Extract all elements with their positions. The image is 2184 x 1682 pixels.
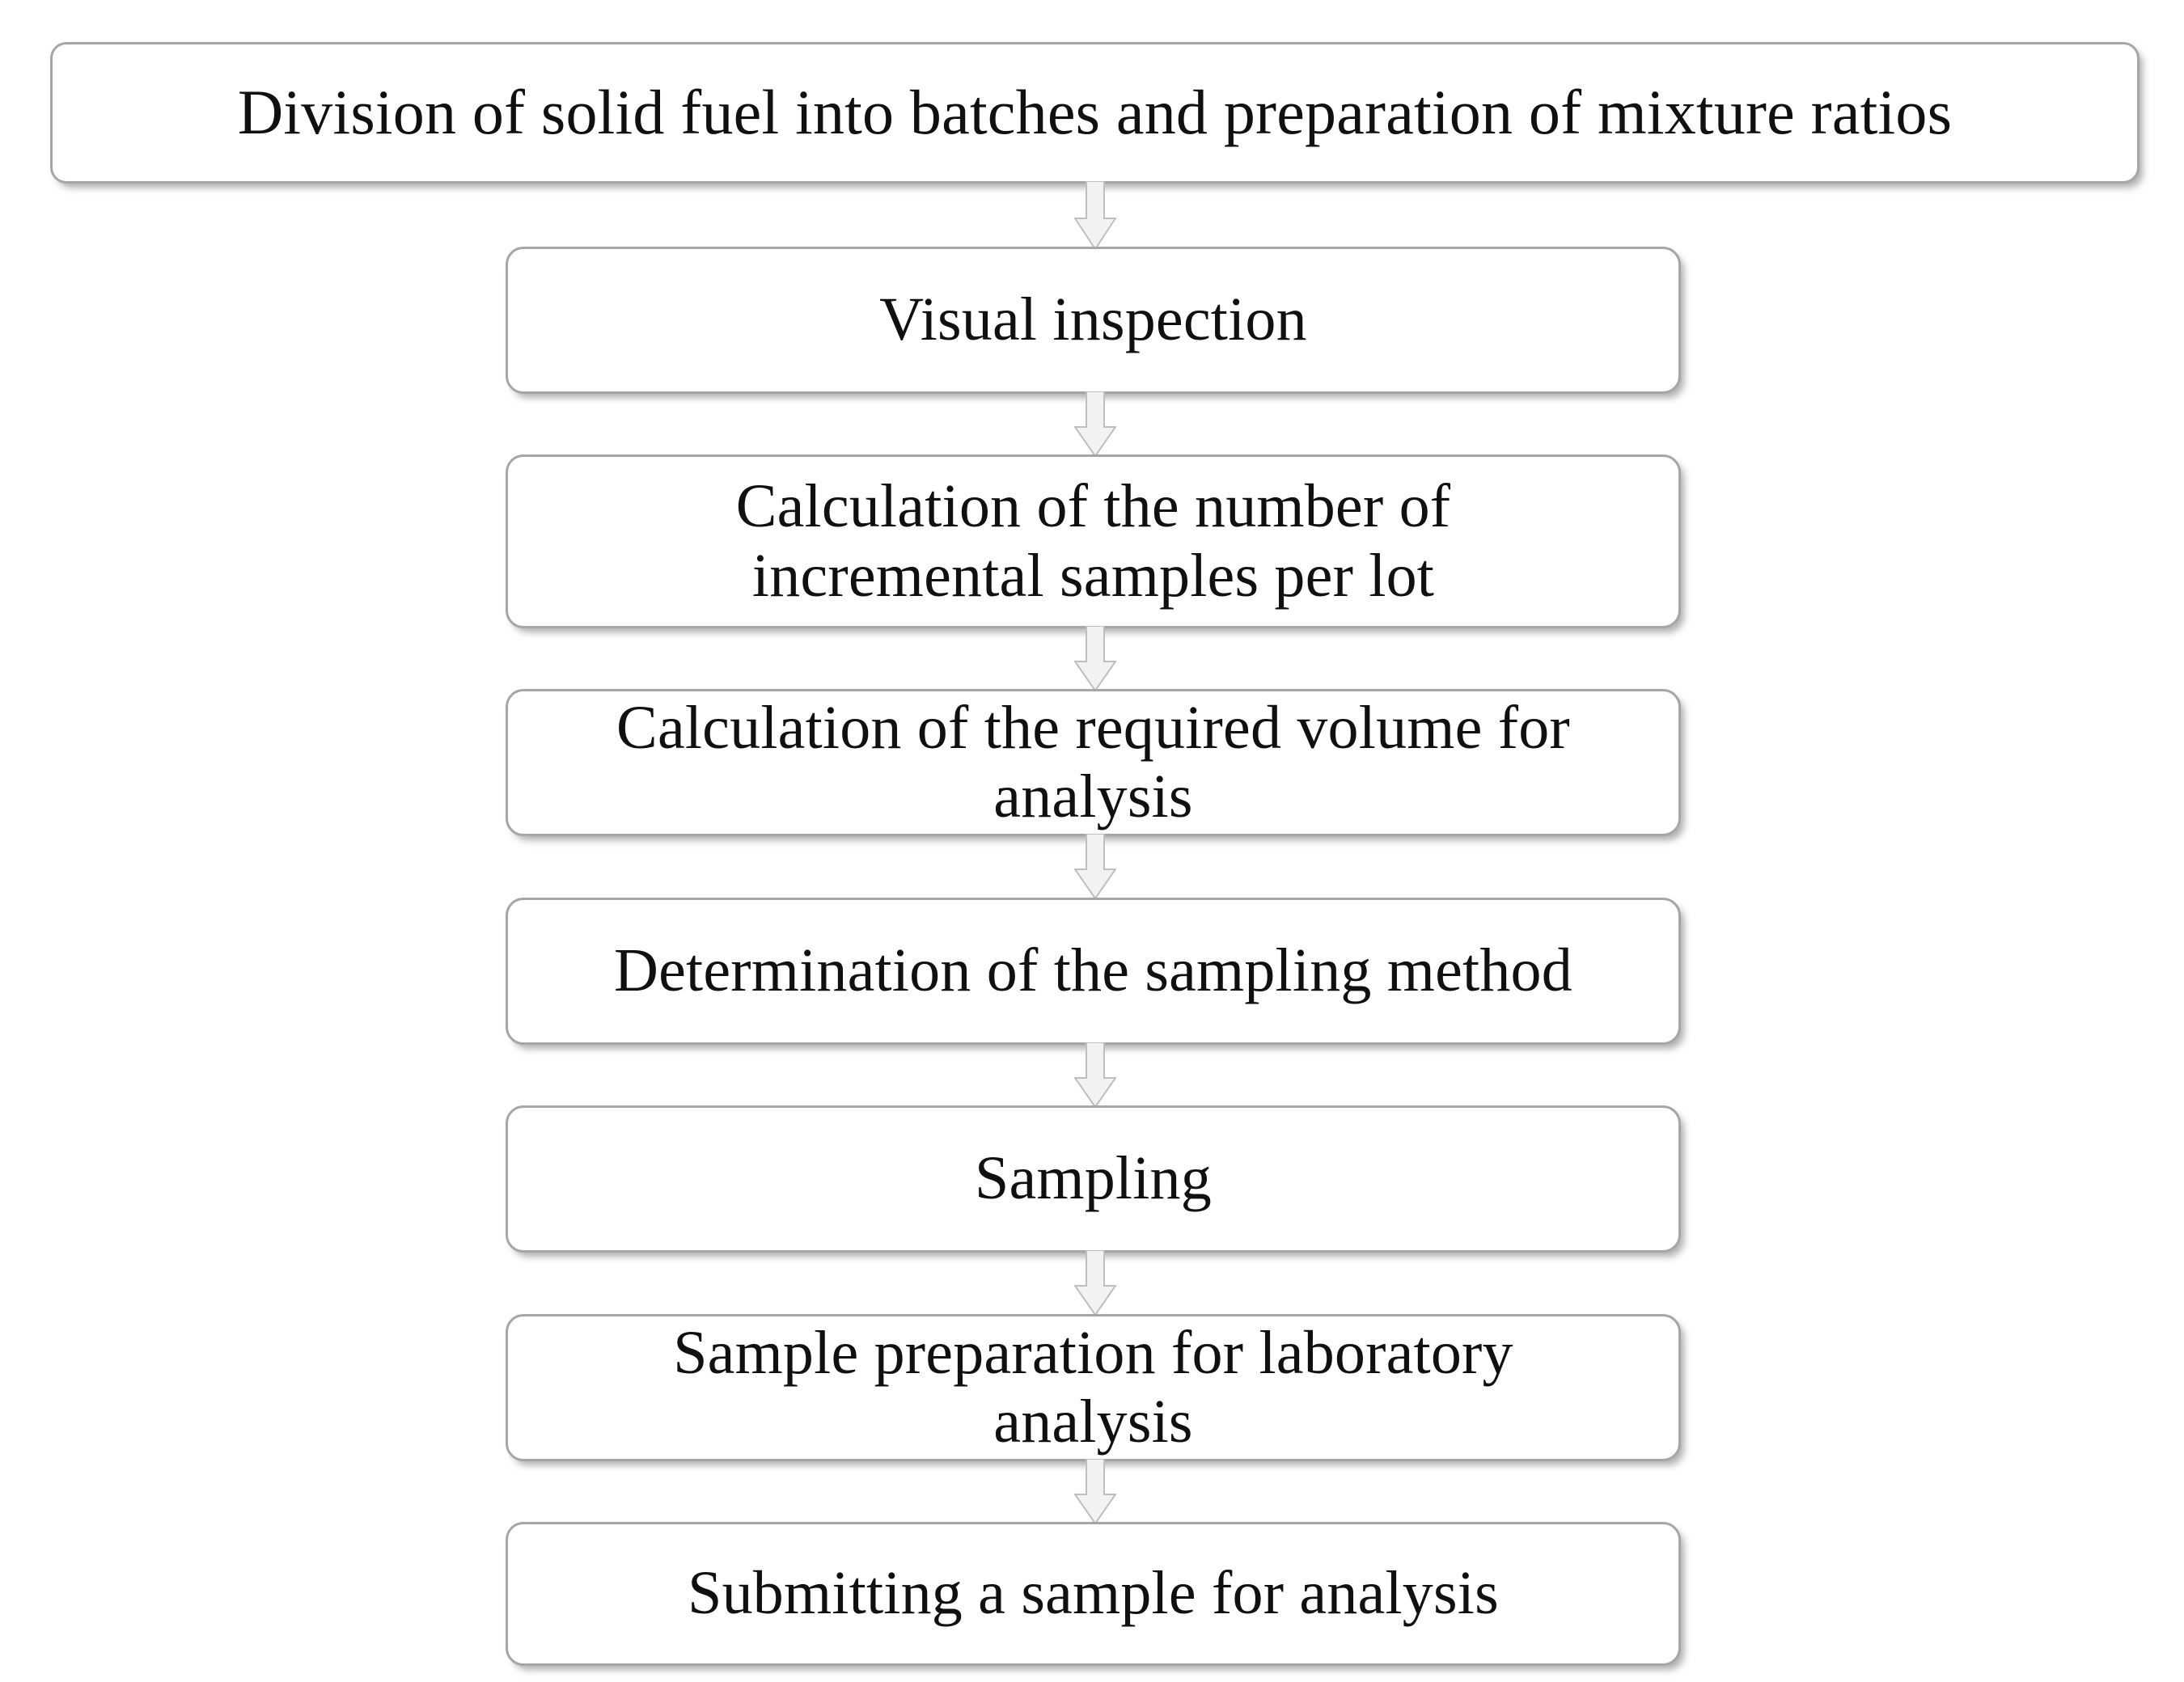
flowchart-node-label: Sampling (975, 1144, 1212, 1213)
arrow-down-icon (1074, 1250, 1116, 1316)
flowchart-node-step-4[interactable]: Calculation of the required volume for a… (506, 689, 1681, 836)
flowchart-node-step-2[interactable]: Visual inspection (506, 247, 1681, 394)
flowchart-arrow-3 (1074, 626, 1116, 692)
flowchart-node-label: Division of solid fuel into batches and … (237, 77, 1953, 148)
flowchart-node-step-6[interactable]: Sampling (506, 1105, 1681, 1253)
flowchart-arrow-1 (1074, 181, 1116, 251)
flowchart-arrow-2 (1074, 391, 1116, 458)
flowchart-node-label: Calculation of the required volume for a… (616, 693, 1570, 830)
flowchart-node-label: Submitting a sample for analysis (688, 1559, 1499, 1628)
arrow-down-icon (1074, 391, 1116, 458)
flowchart-arrow-7 (1074, 1459, 1116, 1525)
arrow-down-icon (1074, 626, 1116, 692)
flowchart-arrow-4 (1074, 834, 1116, 900)
flowchart-node-label: Sample preparation for laboratory analys… (673, 1318, 1513, 1456)
flowchart-arrow-5 (1074, 1042, 1116, 1109)
flowchart-node-label: Visual inspection (879, 285, 1307, 354)
arrow-down-icon (1074, 834, 1116, 900)
flowchart-node-label: Calculation of the number of incremental… (735, 472, 1451, 610)
flowchart-node-step-8[interactable]: Submitting a sample for analysis (506, 1522, 1681, 1666)
flowchart-node-step-1[interactable]: Division of solid fuel into batches and … (50, 42, 2140, 184)
flowchart-node-step-7[interactable]: Sample preparation for laboratory analys… (506, 1314, 1681, 1461)
flowchart-node-step-3[interactable]: Calculation of the number of incremental… (506, 454, 1681, 628)
arrow-down-icon (1074, 181, 1116, 251)
flowchart-arrow-6 (1074, 1250, 1116, 1316)
arrow-down-icon (1074, 1042, 1116, 1109)
flowchart-node-step-5[interactable]: Determination of the sampling method (506, 898, 1681, 1045)
flowchart-node-label: Determination of the sampling method (614, 936, 1572, 1005)
arrow-down-icon (1074, 1459, 1116, 1525)
